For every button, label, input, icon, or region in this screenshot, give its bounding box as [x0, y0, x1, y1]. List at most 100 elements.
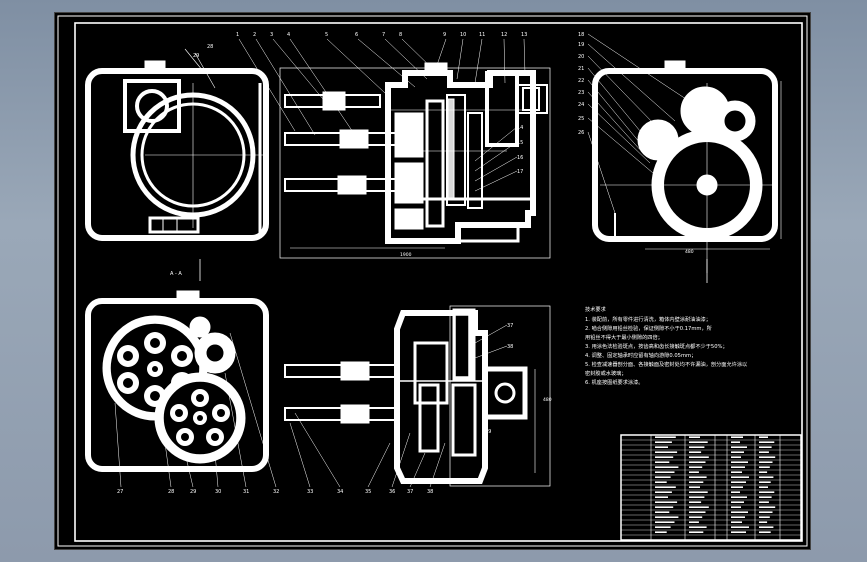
- title-block-glyph: [655, 531, 667, 533]
- title-block-glyph: [731, 471, 742, 473]
- title-block-glyph: [759, 496, 772, 498]
- technical-notes: 技术要求 1. 装配前，所有零件进行清洗，箱体内壁涂耐油油漆； 2. 啮合侧隙用…: [585, 305, 747, 386]
- svg-text:4: 4: [287, 32, 290, 38]
- title-block-glyph: [731, 506, 741, 508]
- svg-text:28: 28: [168, 489, 174, 495]
- svg-text:14: 14: [517, 125, 523, 131]
- svg-text:26: 26: [578, 130, 584, 136]
- title-block-glyph: [655, 481, 667, 483]
- title-block-glyph: [655, 441, 672, 443]
- title-block-glyph: [689, 531, 704, 533]
- inner-frame: [74, 22, 803, 542]
- title-block-glyph: [655, 461, 670, 463]
- svg-text:13: 13: [521, 32, 527, 38]
- view-top-right: [592, 60, 778, 273]
- title-block-glyph: [689, 476, 707, 478]
- view-top-left: [85, 48, 269, 241]
- title-block-glyph: [689, 471, 699, 473]
- outer-frame: [57, 15, 808, 547]
- title-block-glyph: [655, 491, 672, 493]
- svg-text:12: 12: [501, 32, 507, 38]
- title-block-glyph: [759, 476, 774, 478]
- title-block-glyph: [759, 481, 771, 483]
- svg-text:37: 37: [407, 489, 413, 495]
- callouts-top: 1 2 3 4 5 6 7 8 9 10 11 12 13: [236, 32, 527, 136]
- title-block-glyph: [731, 481, 746, 483]
- title-block-glyph: [655, 446, 668, 448]
- title-block-glyph: [731, 446, 747, 448]
- callouts-right-top: 14 15 16 17: [474, 125, 523, 192]
- svg-text:18: 18: [578, 32, 584, 38]
- title-block-glyph: [759, 436, 768, 438]
- title-block-glyph: [759, 461, 773, 463]
- svg-text:35: 35: [365, 489, 371, 495]
- svg-text:23: 23: [578, 90, 584, 96]
- view-bottom-middle: [284, 305, 551, 487]
- title-block-glyph: [655, 471, 675, 473]
- svg-text:11: 11: [479, 32, 485, 38]
- title-block-glyph: [655, 496, 668, 498]
- section-label: A - A: [170, 271, 182, 277]
- title-block-glyph: [655, 521, 675, 523]
- svg-text:39: 39: [485, 429, 491, 435]
- title-block-glyph: [689, 521, 699, 523]
- title-block-glyph: [759, 501, 769, 503]
- title-block-glyph: [689, 501, 702, 503]
- title-block-glyph: [655, 466, 679, 468]
- notes-line-1: 1. 装配前，所有零件进行清洗，箱体内壁涂耐油油漆；: [585, 315, 711, 323]
- svg-text:37: 37: [507, 323, 513, 329]
- title-block-glyph: [759, 486, 768, 488]
- notes-line-8: 6. 机座按图纸要求涂漆。: [585, 378, 643, 386]
- title-block-glyph: [689, 436, 700, 438]
- title-block-glyph: [759, 456, 776, 458]
- svg-text:6: 6: [355, 32, 358, 38]
- title-block-glyph: [731, 476, 749, 478]
- svg-text:29: 29: [190, 489, 196, 495]
- title-block-glyph: [759, 526, 774, 528]
- title-block-glyph: [731, 526, 749, 528]
- title-block-glyph: [689, 496, 705, 498]
- title-block-glyph: [759, 521, 768, 523]
- svg-text:5: 5: [325, 32, 328, 38]
- title-block-glyph: [731, 501, 744, 503]
- title-block-glyph: [655, 526, 671, 528]
- title-block-glyph: [731, 466, 745, 468]
- title-block-glyph: [731, 436, 743, 438]
- title-block-glyph: [689, 516, 703, 518]
- svg-text:38: 38: [427, 489, 433, 495]
- title-block-glyph: [731, 456, 741, 458]
- title-block-glyph: [655, 456, 674, 458]
- svg-text:19: 19: [578, 42, 584, 48]
- svg-text:10: 10: [460, 32, 466, 38]
- svg-text:21: 21: [578, 66, 584, 72]
- title-block-glyph: [655, 501, 678, 503]
- title-block-glyph: [731, 496, 747, 498]
- svg-text:38: 38: [507, 344, 513, 350]
- svg-text:2: 2: [253, 32, 256, 38]
- svg-text:36: 36: [389, 489, 395, 495]
- callouts-section-right: 37 38 39: [474, 323, 513, 435]
- title-block-glyph: [759, 471, 768, 473]
- dim-view3-a: 160: [683, 236, 692, 242]
- title-block-glyph: [759, 466, 770, 468]
- drawing-sheet: 28 29 1 2 3 4 5: [55, 13, 810, 549]
- title-block-glyph: [759, 511, 773, 513]
- cad-drawing: 28 29 1 2 3 4 5: [57, 15, 808, 547]
- svg-text:24: 24: [578, 102, 584, 108]
- title-block-glyph: [689, 511, 706, 513]
- svg-text:16: 16: [517, 155, 523, 161]
- title-block-glyph: [689, 441, 708, 443]
- callouts-view3: 18 19 20 21 22 23 24 25 26: [578, 32, 696, 214]
- title-block-glyph: [689, 526, 707, 528]
- title-block-glyph: [731, 451, 744, 453]
- title-block-glyph: [759, 446, 772, 448]
- svg-text:17: 17: [517, 169, 523, 175]
- svg-text:9: 9: [443, 32, 446, 38]
- title-block-glyph: [689, 461, 706, 463]
- title-block-glyph: [731, 461, 748, 463]
- notes-line-4: 3. 用涂色法检验斑点，按齿高和齿长接触斑点都不少于50%；: [585, 342, 728, 350]
- title-block-glyph: [731, 521, 742, 523]
- title-block-glyph: [759, 491, 775, 493]
- dim-bottom-right: 480: [543, 397, 552, 403]
- title-block-glyph: [689, 451, 702, 453]
